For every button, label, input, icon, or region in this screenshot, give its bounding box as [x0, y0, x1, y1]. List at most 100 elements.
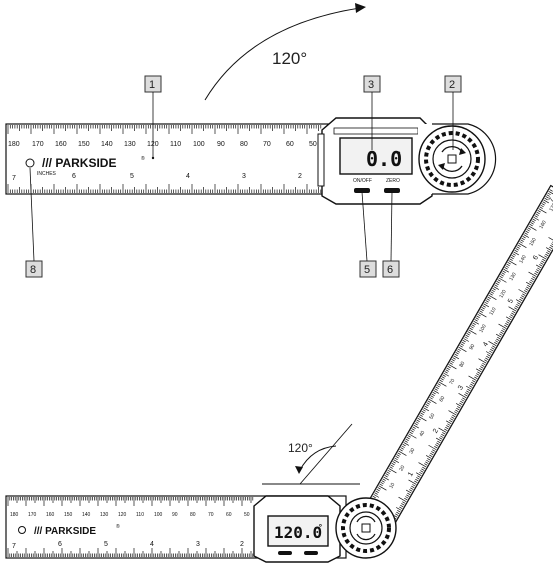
- diagonal-ruler-tick: [468, 329, 477, 335]
- diagonal-ruler-tick: [390, 464, 394, 467]
- top-inch-number: 5: [130, 173, 134, 180]
- diagonal-ruler-tick: [411, 428, 415, 431]
- diagonal-ruler-tick: [484, 301, 488, 305]
- diagonal-ruler-tick: [477, 371, 481, 374]
- diagonal-ruler-tick: [489, 293, 493, 296]
- diagonal-ruler-tick: [516, 303, 520, 307]
- diagonal-ruler-tick: [425, 404, 429, 407]
- diagonal-ruler-tick: [531, 277, 535, 281]
- diagonal-ruler-tick: [419, 414, 423, 417]
- diagonal-ruler-tick: [425, 461, 429, 464]
- top-cm-number: 90: [217, 141, 225, 148]
- diagonal-ruler-tick: [410, 487, 414, 490]
- diagonal-ruler-tick: [502, 270, 506, 273]
- diagonal-ruler-tick: [448, 410, 457, 416]
- bottom-registered-mark: ®: [116, 523, 120, 530]
- diagonal-ruler-tick: [401, 445, 405, 448]
- diagonal-ruler-tick: [399, 506, 403, 509]
- top-lcd-screen: [339, 137, 413, 175]
- diagonal-ruler-tick: [445, 369, 449, 372]
- top-hanging-hole: [25, 158, 35, 168]
- diagonal-ruler-tick: [498, 277, 507, 283]
- top-cm-number: 150: [78, 141, 90, 148]
- diagonal-ruler-tick: [467, 388, 471, 392]
- diagonal-ruler-tick: [522, 235, 526, 239]
- diagonal-ruler-tick: [485, 300, 489, 303]
- diagonal-ruler-tick: [402, 501, 406, 504]
- bottom-cm-number: 50: [244, 512, 250, 518]
- diagonal-ruler-tick: [541, 260, 545, 263]
- diagonal-ruler-tick: [457, 348, 461, 351]
- diagonal-ruler-tick: [404, 440, 408, 443]
- bottom-cm-number: 150: [64, 512, 73, 518]
- bottom-zero-button[interactable]: [304, 551, 318, 555]
- diagonal-ruler-tick: [440, 378, 444, 381]
- diagonal-ruler-tick: [437, 383, 441, 386]
- diagonal-ruler-tick: [539, 264, 543, 267]
- diagonal-ruler-tick: [488, 294, 497, 300]
- svg-text:6: 6: [387, 264, 393, 276]
- diagonal-ruler-tick: [480, 366, 484, 369]
- bottom-cm-number: 70: [208, 512, 214, 518]
- diagonal-ruler-tick: [518, 242, 527, 249]
- diagonal-ruler-tick: [501, 329, 505, 333]
- diagonal-ruler-tick: [387, 469, 391, 473]
- bottom-cm-number: 100: [154, 512, 163, 518]
- bottom-cm-number: 90: [172, 512, 178, 518]
- diagonal-ruler-tick: [469, 327, 473, 331]
- diagonal-ruler-tick: [416, 419, 420, 422]
- diag-cm-number: 80: [458, 361, 466, 369]
- diagonal-ruler-tick: [430, 452, 434, 456]
- diagonal-ruler-tick: [443, 372, 449, 377]
- diagonal-ruler-tick: [479, 310, 483, 313]
- diagonal-ruler-tick: [470, 383, 474, 386]
- diagonal-ruler-tick: [549, 189, 553, 192]
- diagonal-ruler-tick: [491, 347, 495, 350]
- top-pivot-knob[interactable]: [418, 123, 497, 195]
- bottom-pivot-knob[interactable]: [335, 497, 397, 559]
- diagonal-ruler-tick: [442, 374, 446, 377]
- diagonal-ruler-tick: [540, 204, 544, 208]
- diagonal-ruler-tick: [542, 201, 546, 204]
- bottom-inch-number: 2: [240, 541, 244, 548]
- diagonal-ruler-tick: [414, 480, 418, 483]
- diag-cm-number: 170: [548, 202, 553, 212]
- diagonal-ruler-tick: [409, 431, 413, 435]
- diag-cm-number: 110: [488, 306, 497, 316]
- bottom-onoff-button[interactable]: [278, 551, 292, 555]
- diag-cm-number: 50: [428, 412, 436, 420]
- diag-cm-number: 10: [388, 482, 396, 490]
- diagonal-ruler-tick: [545, 247, 552, 251]
- top-onoff-label: ON/OFF: [353, 178, 372, 184]
- diag-cm-number: 60: [438, 395, 446, 403]
- diagonal-ruler-tick: [488, 341, 497, 347]
- diagonal-ruler-tick: [411, 485, 415, 489]
- diag-cm-number: 160: [538, 220, 547, 230]
- diagonal-ruler-tick: [530, 279, 534, 283]
- diagonal-ruler-tick: [422, 409, 426, 412]
- diagonal-ruler-tick: [505, 265, 509, 268]
- diagonal-ruler-tick: [449, 419, 453, 423]
- diagonal-ruler-tick: [506, 321, 510, 324]
- bottom-hanging-hole: [18, 526, 26, 534]
- diagonal-ruler-inch-numbers: 1 2 3 4 5 6 7: [407, 197, 553, 478]
- diag-cm-number: 40: [418, 430, 426, 438]
- diagonal-ruler-tick: [497, 279, 501, 282]
- diagonal-ruler-tick: [439, 379, 443, 383]
- diagonal-ruler-tick: [434, 388, 438, 391]
- diagonal-ruler-tick: [450, 418, 454, 421]
- diagonal-ruler-tick: [474, 319, 478, 322]
- top-zero-button[interactable]: [384, 188, 400, 193]
- diagonal-ruler-tick: [407, 492, 411, 496]
- diagonal-ruler-tick: [527, 284, 531, 288]
- diagonal-ruler-tick: [526, 286, 530, 289]
- diagonal-ruler-tick: [438, 381, 447, 387]
- diagonal-ruler-tick: [529, 223, 533, 227]
- diagonal-ruler-tick: [388, 468, 397, 474]
- diagonal-ruler-tick: [452, 357, 456, 360]
- diagonal-ruler-tick: [509, 258, 513, 261]
- top-onoff-button[interactable]: [354, 188, 370, 193]
- diagonal-ruler-tick: [438, 427, 447, 433]
- diagonal-ruler-tick: [472, 380, 476, 383]
- diagonal-ruler-tick: [469, 385, 473, 388]
